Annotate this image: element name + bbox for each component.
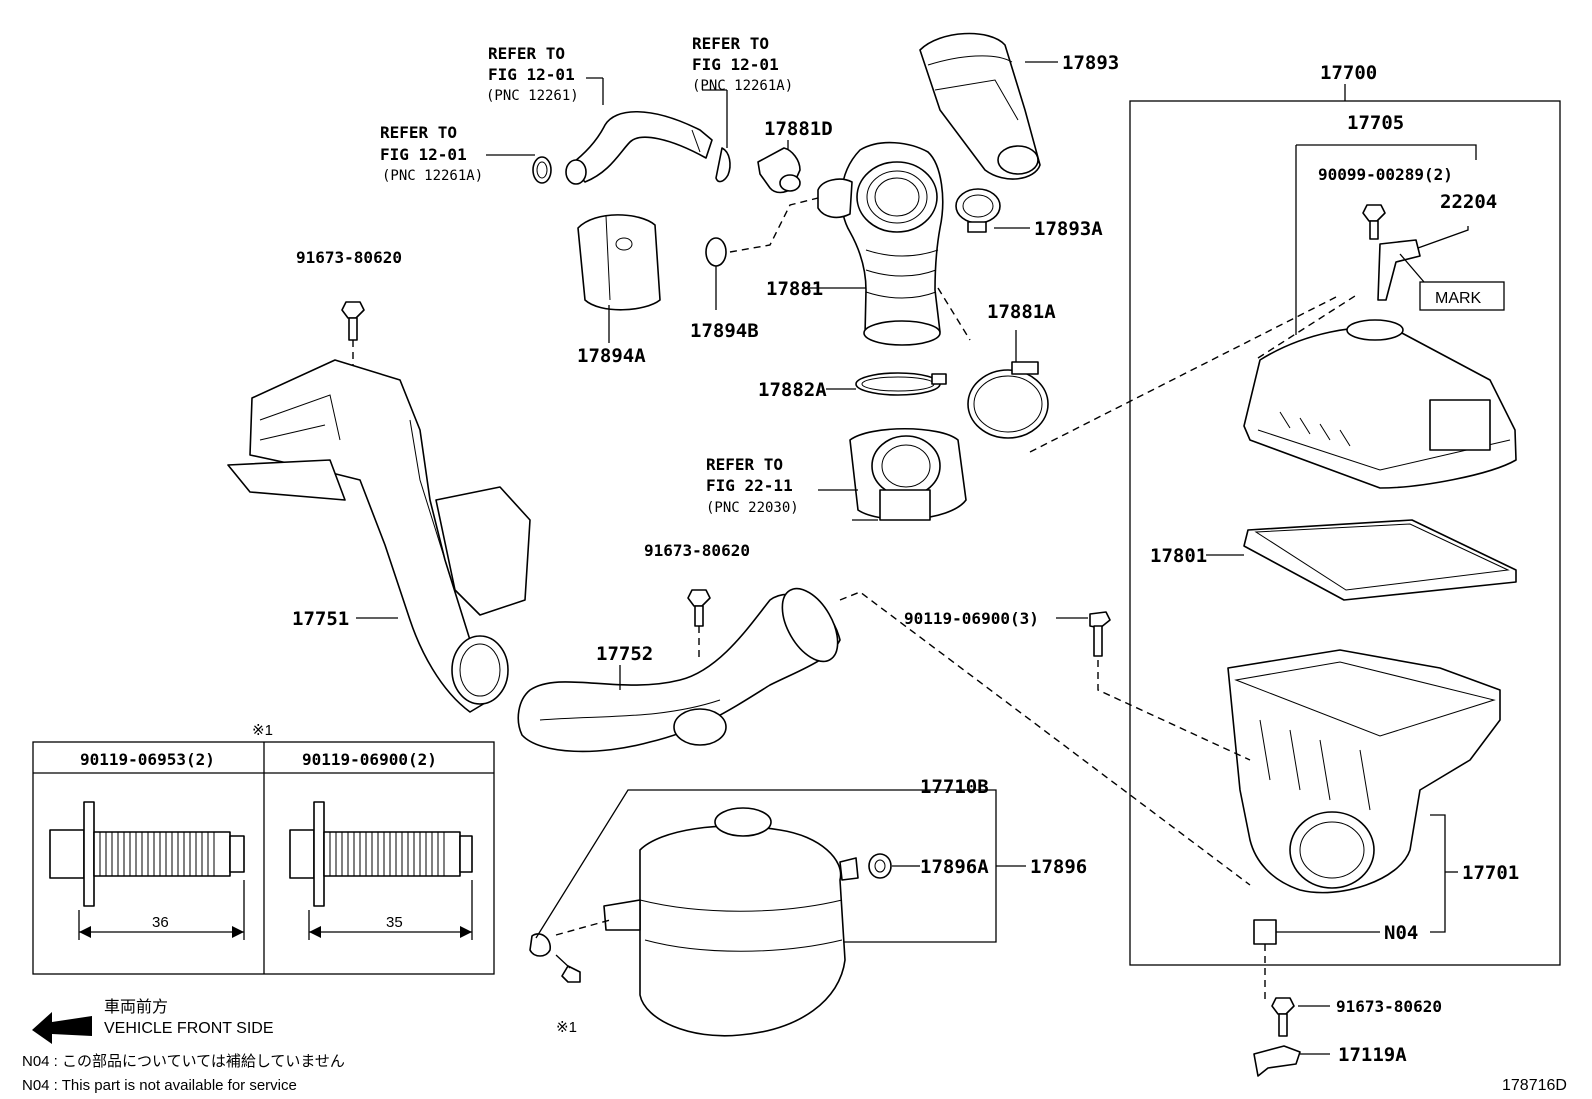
label-17752: 17752 — [596, 643, 653, 665]
ref2-line2: FIG 12-01 — [692, 55, 779, 74]
label-17701: 17701 — [1462, 862, 1519, 884]
part-17881A-clamp — [937, 287, 1341, 453]
part-17705-cover — [1243, 319, 1517, 489]
ref3-line1: REFER TO — [380, 123, 457, 142]
ref1-line2: FIG 12-01 — [488, 65, 575, 84]
label-17881D: 17881D — [764, 118, 833, 140]
front-arrow-icon — [32, 1012, 92, 1044]
part-17893-duct — [919, 32, 1058, 180]
part-N04-grommet — [1253, 919, 1380, 1000]
label-17881: 17881 — [766, 278, 823, 300]
legend-note-jp: N04 : この部品についていては補給していません — [22, 1053, 345, 1070]
part-17894B-clamp — [705, 194, 831, 310]
part-17701-case — [1227, 649, 1501, 933]
ref1-line3: (PNC 12261) — [486, 88, 579, 104]
part-17751-inlet — [227, 359, 531, 713]
label-N04: N04 — [1384, 922, 1418, 944]
label-bolt-top: 91673-80620 — [296, 248, 402, 267]
label-17881A: 17881A — [987, 301, 1056, 323]
ref4-line1: REFER TO — [706, 455, 783, 474]
bolt-table-col1-part: 90119-06953(2) — [80, 750, 215, 769]
mark-box — [1419, 281, 1505, 311]
label-17894A: 17894A — [577, 345, 646, 367]
hose-12261 — [565, 77, 713, 185]
ref4-line2: FIG 22-11 — [706, 476, 793, 495]
clip-12261A-left — [486, 154, 552, 184]
part-17119A-bracket — [1253, 1045, 1330, 1077]
label-90099: 90099-00289(2) — [1318, 165, 1453, 184]
part-17896-resonator — [529, 789, 1026, 1037]
label-17896A: 17896A — [920, 856, 989, 878]
bolt-table-col1-length: 36 — [152, 914, 169, 931]
clip-12261A-right — [702, 89, 731, 183]
sensor-22204 — [1377, 226, 1469, 301]
label-17705: 17705 — [1347, 112, 1404, 134]
part-17801-filter — [1206, 519, 1517, 601]
part-17881-intake-hose — [808, 141, 944, 346]
diagram-id: 178716D — [1502, 1077, 1567, 1094]
label-17893: 17893 — [1062, 52, 1119, 74]
bolt-table-mark: ※1 — [252, 722, 273, 739]
label-17893A: 17893A — [1034, 218, 1103, 240]
bolt-table-col2-length: 35 — [386, 914, 403, 931]
ref2-line1: REFER TO — [692, 34, 769, 53]
bolt-top-91673 — [341, 301, 365, 410]
ref1-line1: REFER TO — [488, 44, 565, 63]
ref2-line3: (PNC 12261A) — [692, 78, 793, 94]
ref3-line3: (PNC 12261A) — [382, 168, 483, 184]
label-17801: 17801 — [1150, 545, 1207, 567]
mark-ref: ※1 — [556, 1019, 577, 1036]
legend-front-jp: 車両前方 — [104, 998, 168, 1016]
legend-front-en: VEHICLE FRONT SIDE — [104, 1020, 274, 1037]
legend-note-en: N04 : This part is not available for ser… — [22, 1077, 297, 1094]
label-bolt-mid: 91673-80620 — [644, 541, 750, 560]
bolt-mark-1 — [555, 954, 581, 983]
mark-box-label: MARK — [1435, 290, 1482, 307]
label-17710B: 17710B — [920, 776, 989, 798]
label-bolt-bottom: 91673-80620 — [1336, 997, 1442, 1016]
part-17896A-grommet — [868, 853, 910, 879]
label-17751: 17751 — [292, 608, 349, 630]
bolt-bottom-91673 — [1271, 997, 1330, 1037]
part-17894A-resonator — [577, 214, 661, 343]
part-17752-duct — [517, 587, 1251, 886]
ref3-line2: FIG 12-01 — [380, 145, 467, 164]
part-17893A-clamp — [955, 188, 1030, 233]
label-90119-3: 90119-06900(3) — [904, 609, 1039, 628]
bolt-90119-3 — [1056, 611, 1251, 761]
label-17700: 17700 — [1320, 62, 1377, 84]
frame-17700 — [1129, 84, 1561, 966]
part-17881D-nipple — [757, 140, 801, 194]
throttle-body — [818, 428, 967, 521]
part-17882A-clamp — [826, 372, 947, 396]
ref4-line3: (PNC 22030) — [706, 500, 799, 516]
bolt-table — [32, 741, 495, 975]
label-17894B: 17894B — [690, 320, 759, 342]
bolt-mid-91673 — [687, 589, 711, 660]
label-17119A: 17119A — [1338, 1044, 1407, 1066]
label-17882A: 17882A — [758, 379, 827, 401]
label-17896: 17896 — [1030, 856, 1087, 878]
screw-90099 — [1362, 204, 1386, 240]
label-22204: 22204 — [1440, 191, 1497, 213]
bolt-table-col2-part: 90119-06900(2) — [302, 750, 437, 769]
